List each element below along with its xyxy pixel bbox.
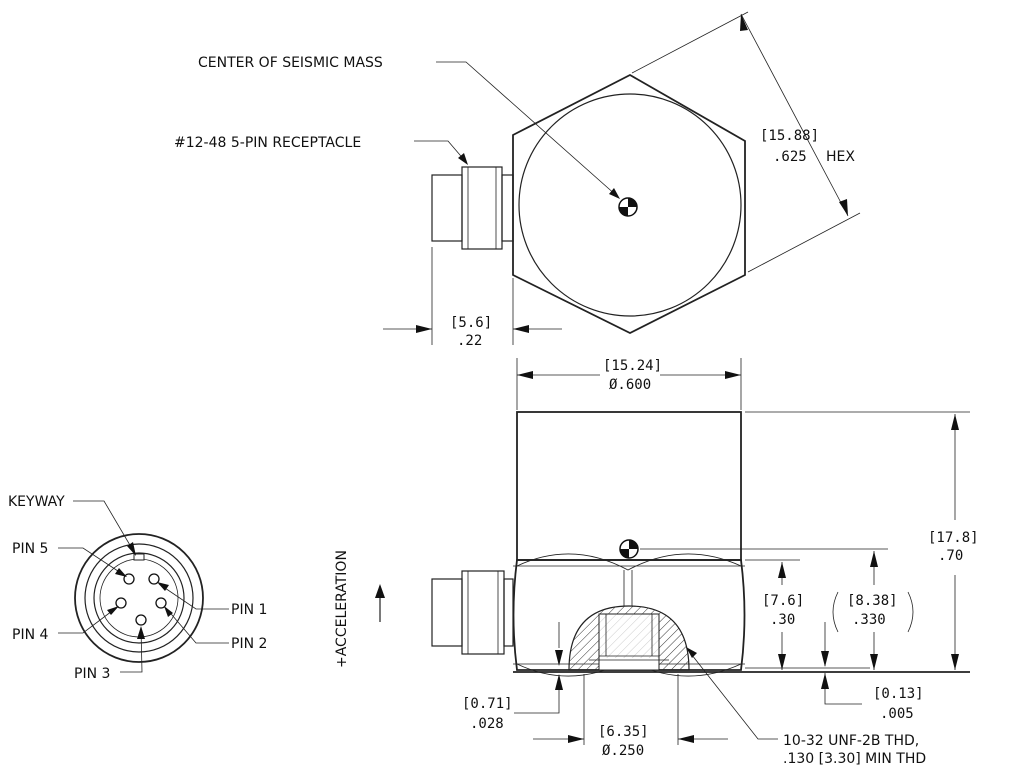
receptacle-label: #12-48 5-PIN RECEPTACLE	[174, 135, 361, 151]
keyway-label: KEYWAY	[8, 494, 65, 510]
hex-base	[512, 559, 746, 671]
lip-dimension	[514, 622, 563, 714]
mount-hole-section	[568, 605, 690, 671]
dia-dim-mm: [15.24]	[603, 358, 662, 374]
receptacle-side	[431, 570, 514, 655]
pin5-label: PIN 5	[12, 541, 48, 557]
height-dim-in: .70	[938, 548, 963, 564]
gap-dim-mm: [0.13]	[873, 686, 924, 702]
center-mass-symbol-top	[618, 197, 638, 217]
cm-dim-in: .330	[852, 612, 886, 628]
top-view	[383, 11, 861, 410]
pin2-label: PIN 2	[231, 636, 267, 652]
pin-3	[135, 614, 147, 626]
gap-dimension	[821, 622, 862, 705]
center-mass-symbol-side	[619, 539, 639, 559]
cm-dim-mm: [8.38]	[847, 593, 898, 609]
center-mass-leader	[436, 61, 618, 197]
dia-dim-in: Ø.600	[609, 377, 651, 393]
pin-2	[155, 597, 167, 609]
side-view	[375, 411, 970, 745]
hex-dim-mm: [15.88]	[760, 128, 819, 144]
height-dimension	[745, 411, 970, 670]
hole-dimension	[533, 674, 728, 745]
base-dim-mm: [7.6]	[762, 593, 804, 609]
pin3-label: PIN 3	[74, 666, 110, 682]
housing-top	[516, 411, 742, 561]
conn-dim-in: .22	[457, 333, 482, 349]
lip-dim-mm: [0.71]	[462, 696, 513, 712]
acceleration-arrow	[375, 584, 385, 622]
conn-dim-mm: [5.6]	[450, 315, 492, 331]
receptacle-leader	[414, 140, 467, 163]
cm-height-dimension	[832, 551, 914, 670]
thread-label-1: 10-32 UNF-2B THD,	[783, 733, 919, 749]
hex-dimension	[631, 11, 861, 273]
hex-dim-word: HEX	[826, 149, 855, 165]
pin-4	[115, 597, 127, 609]
thread-label-2: .130 [3.30] MIN THD	[783, 751, 926, 767]
hex-dim-in: .625	[773, 149, 807, 165]
pin4-label: PIN 4	[12, 627, 48, 643]
connector-end-view	[58, 500, 229, 673]
height-dim-mm: [17.8]	[928, 530, 979, 546]
top-circle	[518, 93, 742, 317]
acceleration-label: +ACCELERATION	[334, 550, 350, 668]
conn-dimension	[383, 247, 562, 345]
lip-dim-in: .028	[470, 716, 504, 732]
pin-1	[148, 573, 160, 585]
gap-dim-in: .005	[880, 706, 914, 722]
thread-leader	[687, 649, 778, 740]
center-mass-label: CENTER OF SEISMIC MASS	[198, 55, 383, 71]
hole-dim-in: Ø.250	[602, 743, 644, 759]
diameter-dimension	[516, 358, 742, 410]
receptacle-top	[431, 166, 514, 250]
base-dim-in: .30	[770, 612, 795, 628]
base-height-dimension	[745, 559, 800, 670]
pin1-label: PIN 1	[231, 602, 267, 618]
hole-dim-mm: [6.35]	[598, 724, 649, 740]
hex-outline	[512, 73, 746, 335]
